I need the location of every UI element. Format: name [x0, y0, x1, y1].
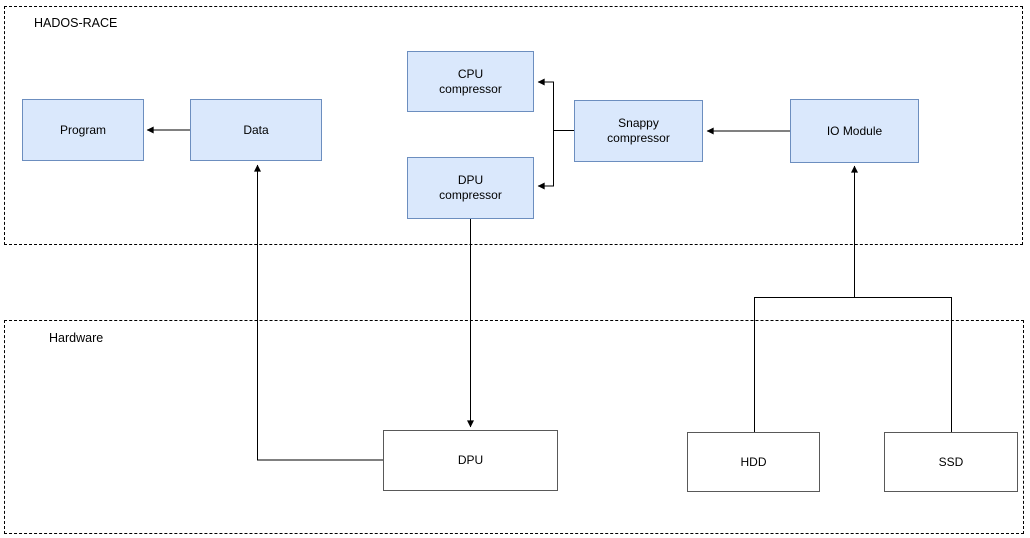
group-hardware: Hardware [4, 320, 1024, 534]
node-io-module: IO Module [790, 99, 919, 163]
node-snappy-compressor: Snappy compressor [574, 100, 703, 162]
node-io-module-label: IO Module [826, 123, 883, 138]
node-ssd-label: SSD [938, 454, 964, 469]
node-hdd-label: HDD [740, 454, 767, 469]
node-dpu-compressor-label: DPU compressor [439, 173, 502, 202]
node-dpu-label: DPU [457, 453, 484, 467]
node-cpu-compressor: CPU compressor [407, 51, 534, 112]
node-ssd: SSD [884, 432, 1018, 492]
node-data: Data [190, 99, 322, 161]
node-dpu: DPU [383, 430, 558, 491]
node-snappy-compressor-label: Snappy compressor [607, 116, 670, 145]
node-cpu-compressor-label: CPU compressor [439, 66, 502, 96]
node-dpu-compressor: DPU compressor [407, 157, 534, 219]
group-hados-race-label: HADOS-RACE [34, 16, 118, 30]
group-hardware-label: Hardware [49, 331, 104, 345]
node-program: Program [22, 99, 144, 161]
node-hdd: HDD [687, 432, 820, 492]
group-hados-race: HADOS-RACE [4, 6, 1023, 245]
node-program-label: Program [59, 122, 106, 137]
node-data-label: Data [243, 122, 269, 137]
